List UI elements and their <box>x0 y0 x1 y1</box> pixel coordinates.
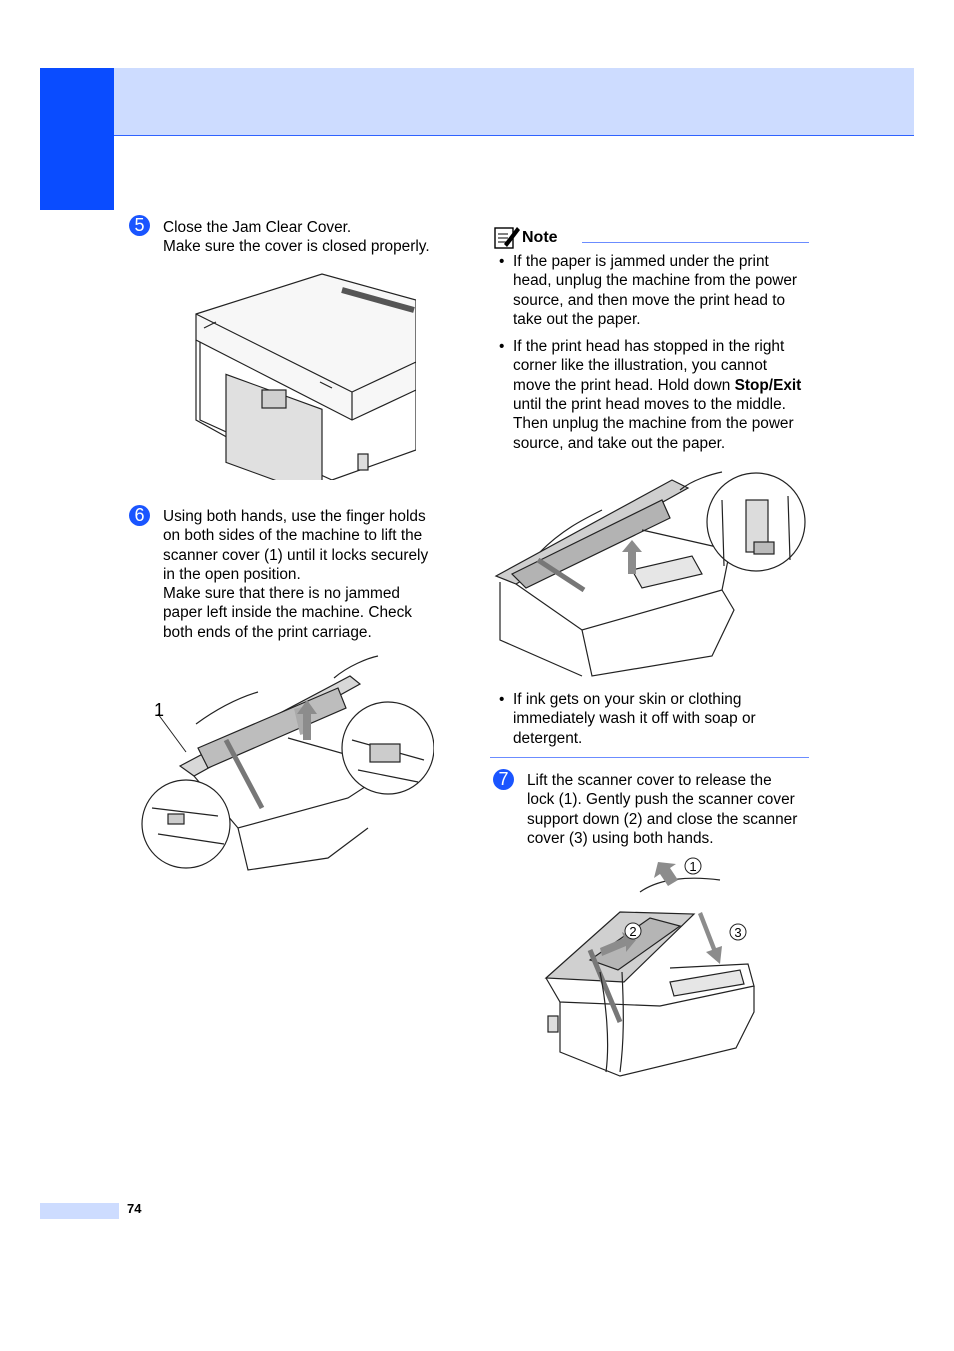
stop-exit-key-label: Stop/Exit <box>734 376 802 394</box>
jam-cover-illustration <box>195 273 416 480</box>
note-list-bottom: If ink gets on your skin or clothing imm… <box>492 690 812 756</box>
chapter-tab <box>40 68 114 210</box>
header-rule <box>114 135 914 136</box>
callout-1: 1 <box>689 859 696 874</box>
callout-1: 1 <box>154 700 164 720</box>
note-rule <box>582 242 809 243</box>
step-6-line: Using both hands, use the finger holds <box>163 508 426 525</box>
step-7-badge: 7 <box>493 769 514 790</box>
step-5-line: Close the Jam Clear Cover. <box>163 219 352 236</box>
step-7-line: cover (3) using both hands. <box>527 829 714 847</box>
header-band <box>40 68 914 136</box>
step-7-line: support down (2) and close the scanner <box>527 810 798 828</box>
print-head-illustration <box>494 471 806 677</box>
step-6-line: both ends of the print carriage. <box>163 623 372 641</box>
note-bullet: If ink gets on your skin or clothing imm… <box>492 690 812 748</box>
note-bullet: If the paper is jammed under the print h… <box>492 252 812 329</box>
step-6-line: paper left inside the machine. Check <box>163 604 412 622</box>
note-end-rule <box>490 757 809 758</box>
step-6-badge: 6 <box>129 505 150 526</box>
lift-scanner-cover-illustration: 1 <box>141 655 434 871</box>
note-pencil-icon <box>494 227 520 249</box>
page-number: 74 <box>127 1201 142 1216</box>
step-6-line: Make sure that there is no jammed <box>163 585 400 603</box>
step-5-line: Make sure the cover is closed properly. <box>163 238 430 256</box>
note-label: Note <box>522 229 558 246</box>
step-6-line: on both sides of the machine to lift the <box>163 527 423 545</box>
note-bullet: If the print head has stopped in the rig… <box>492 337 812 453</box>
step-6-line: scanner cover (1) until it locks securel… <box>163 546 429 564</box>
note-list-top: If the paper is jammed under the print h… <box>492 252 812 461</box>
step-7-line: Lift the scanner cover to release the <box>527 772 772 789</box>
step-7-line: lock (1). Gently push the scanner cover <box>527 791 795 809</box>
footer-band <box>40 1203 119 1219</box>
step-5-text: Close the Jam Clear Cover. Make sure the… <box>163 218 430 257</box>
step-7-text: Lift the scanner cover to release the lo… <box>527 771 797 848</box>
callout-2: 2 <box>629 924 636 939</box>
callout-3: 3 <box>734 925 741 940</box>
step-6-line: in the open position. <box>163 565 301 583</box>
step-6-text: Using both hands, use the finger holds o… <box>163 507 428 642</box>
step-5-badge: 5 <box>129 215 150 236</box>
close-scanner-cover-illustration: 1 2 3 <box>544 857 755 1077</box>
note-header: Note <box>492 224 809 250</box>
